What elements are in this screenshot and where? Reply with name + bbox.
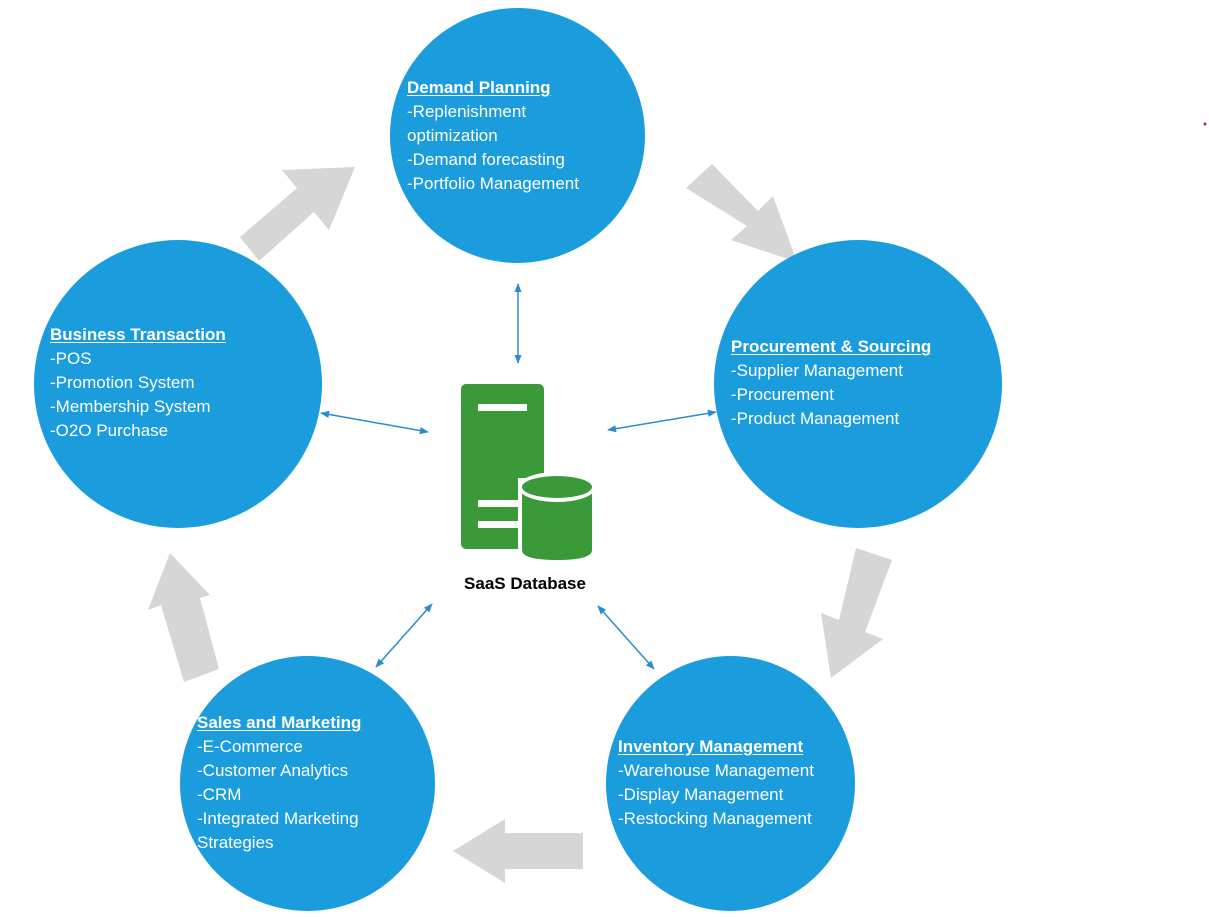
node-item: -Demand forecasting — [407, 150, 565, 169]
node-procurement — [714, 240, 1002, 528]
node-title: Inventory Management — [618, 737, 804, 756]
node-title: Sales and Marketing — [197, 713, 362, 732]
node-item: -Promotion System — [50, 373, 195, 392]
node-item: -Display Management — [618, 785, 784, 804]
node-item: -O2O Purchase — [50, 421, 169, 440]
node-item: Strategies — [197, 833, 274, 852]
node-title: Demand Planning — [407, 78, 551, 97]
node-item: optimization — [407, 126, 498, 145]
node-business-text: Business Transaction -POS -Promotion Sys… — [50, 323, 226, 443]
link-arrow-business — [320, 410, 429, 435]
link-arrow-sales — [375, 603, 433, 668]
node-procurement-text: Procurement & Sourcing -Supplier Managem… — [731, 335, 931, 431]
database-server-icon — [461, 384, 597, 564]
flow-arrow-procurement-to-inventory — [821, 548, 892, 678]
flow-arrow-demand-to-procurement — [686, 164, 797, 262]
node-demand-planning — [390, 8, 645, 263]
node-item: -Customer Analytics — [197, 761, 349, 780]
node-item: -CRM — [197, 785, 242, 804]
node-item: -Portfolio Management — [407, 174, 579, 193]
node-item: -Restocking Management — [618, 809, 812, 828]
node-item: -Integrated Marketing — [197, 809, 359, 828]
node-sales-text: Sales and Marketing -E-Commerce -Custome… — [197, 711, 361, 855]
database-label: SaaS Database — [464, 574, 586, 593]
node-sales — [180, 656, 435, 911]
link-arrow-procurement — [607, 409, 717, 433]
flow-arrow-business-to-demand — [240, 167, 355, 261]
node-business — [34, 240, 322, 528]
node-item: -Warehouse Management — [618, 761, 814, 780]
link-arrow-inventory — [597, 605, 655, 670]
node-item: -POS — [50, 349, 92, 368]
node-inventory-text: Inventory Management -Warehouse Manageme… — [618, 735, 814, 831]
node-inventory — [606, 656, 855, 911]
red-dot — [1203, 122, 1207, 126]
flow-arrow-sales-to-business — [148, 553, 219, 682]
node-title: Procurement & Sourcing — [731, 337, 932, 356]
node-title: Business Transaction — [50, 325, 226, 344]
node-item: -Supplier Management — [731, 361, 903, 380]
node-item: -Procurement — [731, 385, 834, 404]
node-item: -E-Commerce — [197, 737, 303, 756]
node-demand-planning-text: Demand Planning -Replenishment optimizat… — [407, 76, 579, 196]
node-item: -Product Management — [731, 409, 900, 428]
node-item: -Membership System — [50, 397, 211, 416]
flow-arrow-inventory-to-sales — [453, 819, 583, 883]
node-item: -Replenishment — [407, 102, 527, 121]
